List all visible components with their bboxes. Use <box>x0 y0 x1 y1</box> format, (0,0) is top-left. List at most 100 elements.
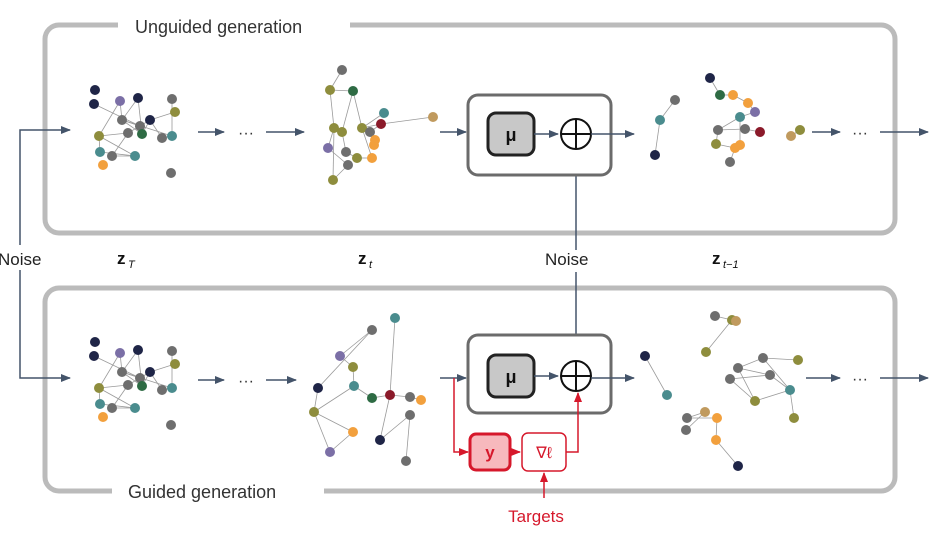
atom-node <box>115 96 125 106</box>
atom-node <box>123 380 133 390</box>
zt1-subscript: t−1 <box>723 259 739 271</box>
bond-edge <box>644 355 668 396</box>
atom-node <box>137 381 147 391</box>
y-label: y <box>485 443 495 462</box>
atom-node <box>701 347 711 357</box>
atom-node <box>357 123 367 133</box>
atom-node <box>416 395 426 405</box>
unguided-flow: ··· μ ··· <box>198 93 929 177</box>
atom-node <box>405 410 415 420</box>
atom-node <box>343 160 353 170</box>
unguided-sum-icon <box>560 118 592 150</box>
atom-node <box>728 90 738 100</box>
noise-left-label: Noise <box>0 250 41 269</box>
bond-edge <box>341 90 354 133</box>
atom-node <box>89 99 99 109</box>
atom-node <box>379 108 389 118</box>
left-noise-input: Noise <box>0 126 71 382</box>
bond-edge <box>754 389 791 402</box>
bond-edge <box>93 103 141 127</box>
atom-node <box>107 403 117 413</box>
atom-node <box>750 107 760 117</box>
state-label-zt: z t <box>358 249 373 271</box>
atom-node <box>715 90 725 100</box>
unguided-title: Unguided generation <box>135 17 302 37</box>
atom-node <box>123 128 133 138</box>
state-label-zt1: z t−1 <box>712 249 739 271</box>
atom-node <box>682 413 692 423</box>
bond-edge <box>332 127 335 181</box>
atom-node <box>130 403 140 413</box>
grad-loss-label: ∇ℓ <box>535 445 552 462</box>
atom-node <box>94 383 104 393</box>
bond-edge <box>737 367 771 376</box>
atom-node <box>428 112 438 122</box>
atom-node <box>170 359 180 369</box>
bond-edge <box>98 100 121 137</box>
atom-node <box>166 168 176 178</box>
zt-label: z <box>358 249 367 268</box>
bond-edge <box>98 135 136 157</box>
guided-flow: ··· μ ··· <box>198 333 929 415</box>
atom-node <box>170 107 180 117</box>
atom-node <box>313 383 323 393</box>
atom-node <box>133 93 143 103</box>
state-label-zT: z T <box>117 249 136 271</box>
guidance-branch-arrow <box>453 378 469 456</box>
atom-node <box>166 420 176 430</box>
bond-edge <box>99 151 136 157</box>
bond-edge <box>98 352 121 389</box>
grad-to-sum-arrow <box>566 392 582 453</box>
atom-node <box>670 95 680 105</box>
bond-edge <box>352 90 363 129</box>
atom-node <box>323 143 333 153</box>
bond-edge <box>389 317 396 396</box>
bond-edge <box>762 357 791 391</box>
atom-node <box>733 461 743 471</box>
bond-edge <box>93 355 141 379</box>
guided-title: Guided generation <box>128 482 276 502</box>
atom-node <box>335 351 345 361</box>
bond-edge <box>705 319 733 353</box>
zt-subscript: t <box>369 259 373 271</box>
atom-node <box>765 370 775 380</box>
bond-edge <box>405 414 411 462</box>
unguided-panel: Unguided generation <box>42 12 898 236</box>
atom-node <box>367 325 377 335</box>
atom-node <box>107 151 117 161</box>
atom-node <box>705 73 715 83</box>
atom-node <box>167 131 177 141</box>
zT-subscript: T <box>128 259 136 271</box>
atom-node <box>348 427 358 437</box>
atom-node <box>337 65 347 75</box>
atom-node <box>337 127 347 137</box>
atom-node <box>640 351 650 361</box>
guided-panel-frame <box>42 285 898 494</box>
bond-edge <box>313 385 355 413</box>
bond-edge <box>329 89 335 129</box>
atom-node <box>793 355 803 365</box>
atom-node <box>167 94 177 104</box>
molecule-graph-zt1-unguided <box>650 73 805 167</box>
atom-node <box>712 413 722 423</box>
molecule-graph-zt-unguided <box>323 65 438 185</box>
noise-to-unguided-arrow <box>19 126 71 245</box>
molecule-graph-zt1-guided <box>640 311 803 471</box>
atom-node <box>98 160 108 170</box>
atom-node <box>89 351 99 361</box>
atom-node <box>390 313 400 323</box>
molecule-graphs <box>89 65 805 471</box>
bond-edge <box>737 367 756 402</box>
atom-node <box>711 435 721 445</box>
bond-edge <box>329 431 354 453</box>
atom-node <box>133 345 143 355</box>
zt1-label: z <box>712 249 721 268</box>
atom-node <box>795 125 805 135</box>
atom-node <box>710 311 720 321</box>
atom-node <box>130 151 140 161</box>
atom-node <box>329 123 339 133</box>
bond-edge <box>379 414 411 441</box>
atom-node <box>733 363 743 373</box>
atom-node <box>758 353 768 363</box>
